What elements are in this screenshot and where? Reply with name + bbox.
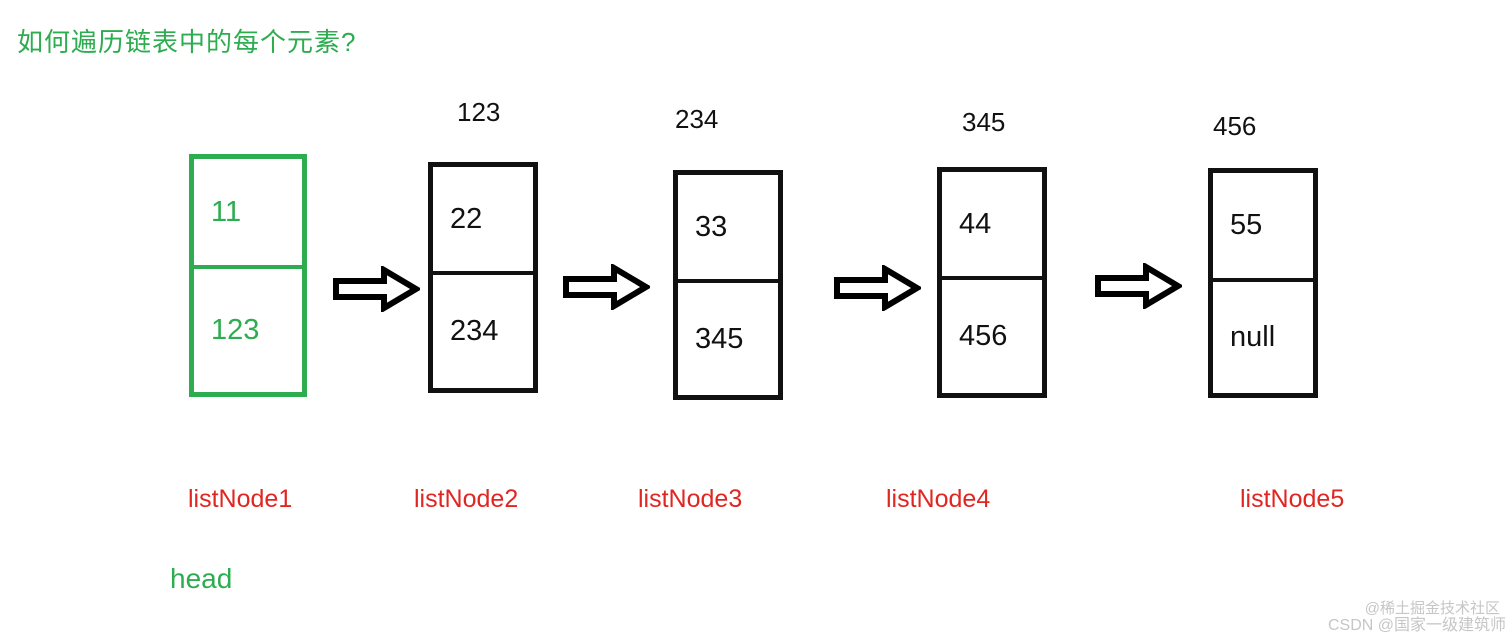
arrow-right-icon: [833, 265, 921, 311]
address-label-node2: 123: [457, 97, 501, 127]
node-name-label-1: listNode1: [188, 485, 293, 513]
arrow-right-icon: [1094, 263, 1182, 309]
node-3-next-cell: 345: [695, 322, 744, 355]
watermark-csdn: CSDN @国家一级建筑师: [1327, 617, 1506, 634]
list-node-2-box: 22 234: [428, 162, 538, 393]
head-pointer-label: head: [170, 563, 233, 594]
watermark-juejin: @稀土掘金技术社区: [1364, 600, 1500, 617]
node-name-label-4: listNode4: [886, 485, 991, 513]
list-node-5-box: 55 null: [1208, 168, 1318, 398]
arrow-right-icon: [562, 264, 650, 310]
address-label-node5: 456: [1213, 111, 1257, 141]
node-2-value-cell: 22: [433, 167, 533, 275]
node-2-next-cell: 234: [450, 315, 499, 347]
node-name-label-2: listNode2: [414, 485, 519, 513]
node-3-value-cell: 33: [678, 175, 778, 283]
node-5-next-cell: null: [1230, 321, 1276, 353]
list-node-1-box: 11 123: [189, 154, 307, 397]
list-node-3-box: 33 345: [673, 170, 783, 400]
node-1-value-cell: 11: [194, 159, 302, 269]
node-4-next-cell: 456: [959, 320, 1008, 352]
node-1-next-cell: 123: [211, 314, 260, 346]
node-name-label-3: listNode3: [638, 485, 743, 513]
node-5-value-cell: 55: [1213, 173, 1313, 282]
address-label-node4: 345: [962, 107, 1006, 137]
diagram-title: 如何遍历链表中的每个元素?: [17, 27, 357, 57]
node-name-label-5: listNode5: [1240, 485, 1345, 513]
list-node-4-box: 44 456: [937, 167, 1047, 398]
node-4-value-cell: 44: [942, 172, 1042, 280]
address-label-node3: 234: [675, 104, 719, 134]
arrow-right-icon: [332, 266, 420, 312]
